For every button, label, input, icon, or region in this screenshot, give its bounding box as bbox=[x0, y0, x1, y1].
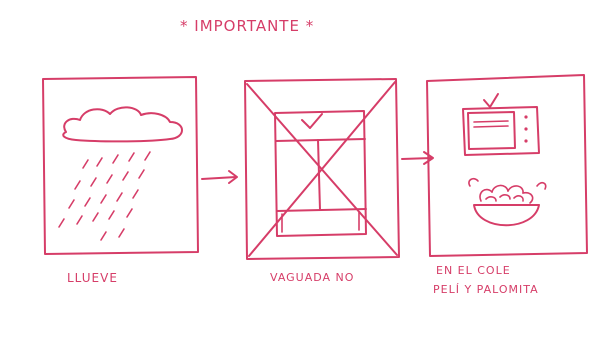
panel-caption-cole-line2: PELÍ Y PALOMITA bbox=[433, 283, 539, 296]
panel-caption-rain: LLUEVE bbox=[67, 271, 118, 285]
rain-icon bbox=[58, 151, 151, 241]
panel-cole bbox=[426, 74, 588, 257]
tv-icon bbox=[462, 93, 540, 156]
crossed-window-icon bbox=[274, 110, 367, 237]
diagram-title: * IMPORTANTE * bbox=[180, 17, 315, 35]
panel-frame bbox=[244, 78, 400, 260]
arrow-right-icon bbox=[201, 170, 238, 184]
checkmark-icon bbox=[301, 113, 323, 129]
popcorn-bowl-icon bbox=[468, 178, 547, 227]
panel-frame bbox=[426, 74, 588, 257]
cross-line-icon bbox=[248, 81, 396, 257]
panel-caption-cole-line1: EN EL COLE bbox=[436, 264, 511, 277]
panel-frame bbox=[42, 76, 199, 255]
panel-rain bbox=[42, 76, 199, 255]
panel-caption-vaguada: VAGUADA NO bbox=[270, 271, 355, 284]
panel-vaguada bbox=[244, 78, 400, 260]
cloud-icon bbox=[62, 106, 183, 143]
arrow-right-icon bbox=[401, 151, 434, 165]
